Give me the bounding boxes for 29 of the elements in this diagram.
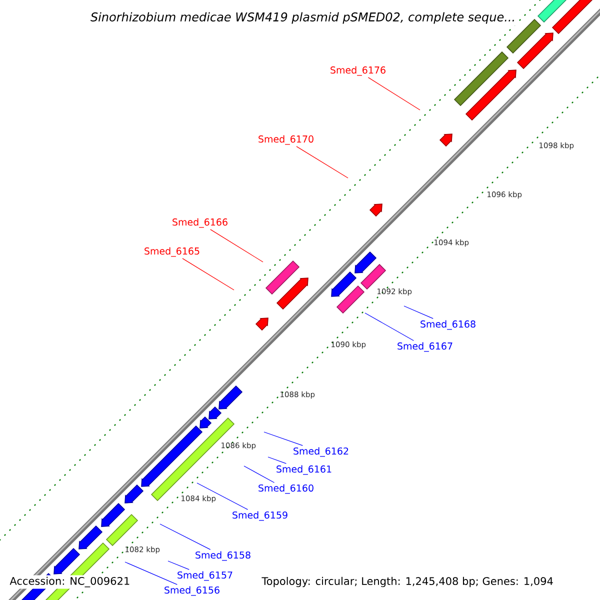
title: Sinorhizobium medicae WSM419 plasmid pSMED02, complete seque...	[88, 10, 518, 26]
gene-label: Smed_6166	[172, 218, 228, 228]
leader-line	[244, 466, 275, 483]
footer-text: Topology: circular; Length: 1,245,408 bp; Genes: 1,094	[260, 575, 555, 589]
leader-line	[296, 146, 348, 178]
gene-label: Smed_6170	[258, 135, 314, 145]
gene-label: Smed_6158	[196, 551, 250, 561]
gene-label: Smed_6156	[164, 586, 220, 596]
footer-text: Accession: NC_009621	[8, 575, 132, 589]
gene-label: Smed_6162	[294, 447, 348, 457]
gene-label: Smed_6157	[178, 571, 232, 581]
gene-label: Smed_6160	[258, 484, 314, 494]
leader-line	[404, 306, 434, 319]
leader-line	[368, 77, 420, 110]
leader-line	[160, 524, 211, 550]
leader-line	[124, 562, 178, 585]
gene-label: Smed_6176	[330, 66, 386, 76]
gene-label: Smed_6161	[276, 465, 332, 475]
leader-line	[182, 258, 234, 290]
gene-label: Smed_6165	[144, 247, 200, 257]
leader-line	[210, 229, 264, 262]
gene-label: Smed_6159	[232, 511, 288, 521]
leader-line	[264, 432, 303, 446]
gene-label: Smed_6167	[398, 342, 452, 352]
leader-line	[168, 560, 190, 570]
gene-label: Smed_6168	[420, 320, 476, 330]
leader-line	[196, 482, 248, 510]
leader-line	[364, 312, 414, 341]
leader-line	[268, 456, 286, 464]
